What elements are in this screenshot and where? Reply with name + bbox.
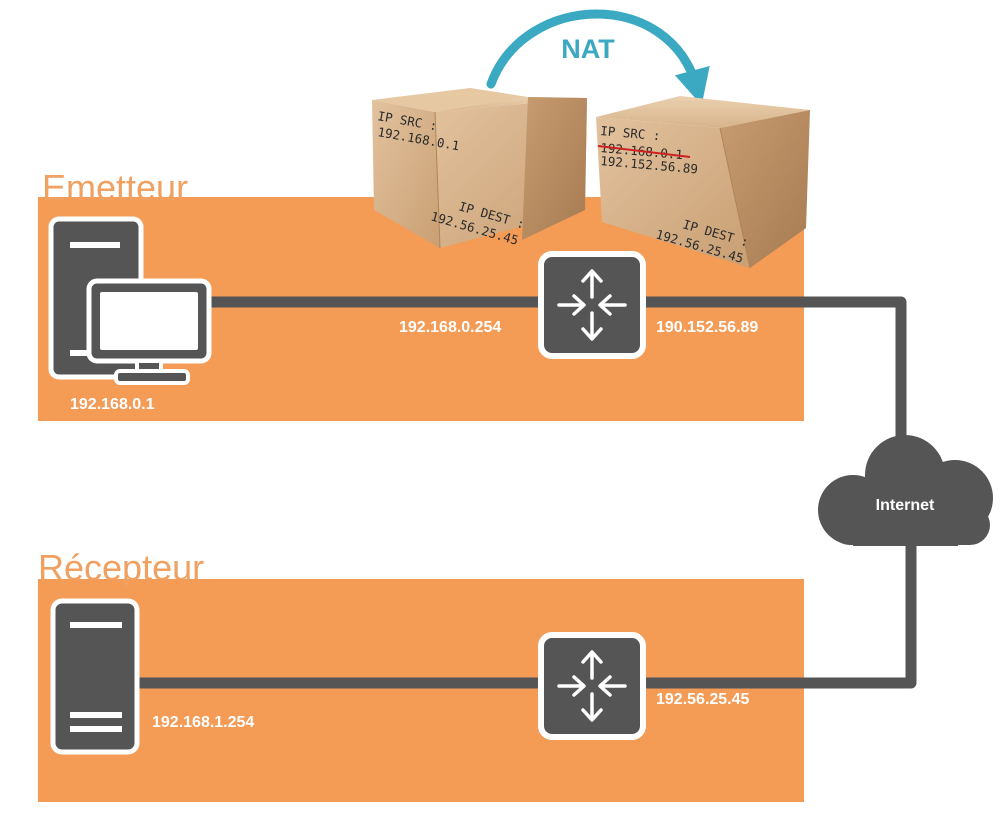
sender-router-lan-ip: 192.168.0.254 xyxy=(399,319,501,336)
sender-zone-title: Emetteur xyxy=(42,167,188,208)
sender-pc-ip: 192.168.0.1 xyxy=(70,396,155,413)
receiver-zone-title: Récepteur xyxy=(38,547,204,588)
pc-monitor-base xyxy=(114,369,190,385)
pc-tower-slot xyxy=(70,242,120,248)
cardboard-box-icon xyxy=(596,96,810,269)
packet-after-src-label: IP SRC : xyxy=(600,123,661,143)
desktop-computer-icon[interactable] xyxy=(48,216,212,385)
cables xyxy=(130,296,917,689)
pc-tower-slot xyxy=(70,350,88,356)
pc-monitor-screen xyxy=(100,292,198,350)
cloud-icon[interactable] xyxy=(818,435,993,546)
router-icon[interactable] xyxy=(538,632,646,740)
internet-label: Internet xyxy=(876,497,935,514)
cable-internet-to-router xyxy=(640,530,917,689)
server-tower-icon[interactable] xyxy=(50,598,140,755)
curved-arrow-icon xyxy=(486,9,710,106)
strikethrough-line xyxy=(597,145,691,158)
receiver-zone xyxy=(38,579,804,802)
cable-router-to-internet xyxy=(640,296,907,455)
nat-label: NAT xyxy=(561,34,615,64)
cardboard-box-icon xyxy=(372,88,587,249)
sender-router-wan-ip: 190.152.56.89 xyxy=(656,319,758,336)
receiver-server-ip: 192.168.1.254 xyxy=(152,714,254,731)
receiver-router-wan-ip: 192.56.25.45 xyxy=(656,691,750,708)
router-icon[interactable] xyxy=(538,251,646,359)
